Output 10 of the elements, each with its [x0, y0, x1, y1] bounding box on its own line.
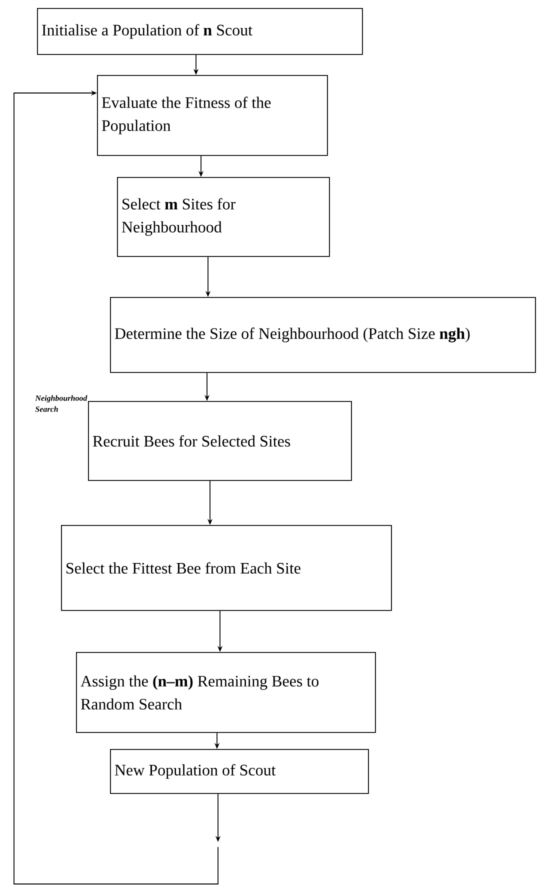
process-box: Select the Fittest Bee from Each Site	[61, 525, 392, 611]
side-label: Neighbourhood Search	[35, 395, 88, 412]
process-box: Recruit Bees for Selected Sites	[88, 401, 352, 481]
process-box: New Population of Scout	[110, 749, 369, 794]
process-box: Initialise a Population of n Scout	[37, 8, 363, 55]
process-box: Assign the (n–m) Remaining Bees to Random Search	[76, 652, 376, 733]
process-box: Determine the Size of Neighbourhood (Patch Size ngh)	[110, 297, 536, 373]
process-box: Evaluate the Fitness of the Population	[97, 75, 328, 156]
process-box: Select m Sites for Neighbourhood	[117, 177, 330, 257]
arrow	[14, 90, 218, 884]
